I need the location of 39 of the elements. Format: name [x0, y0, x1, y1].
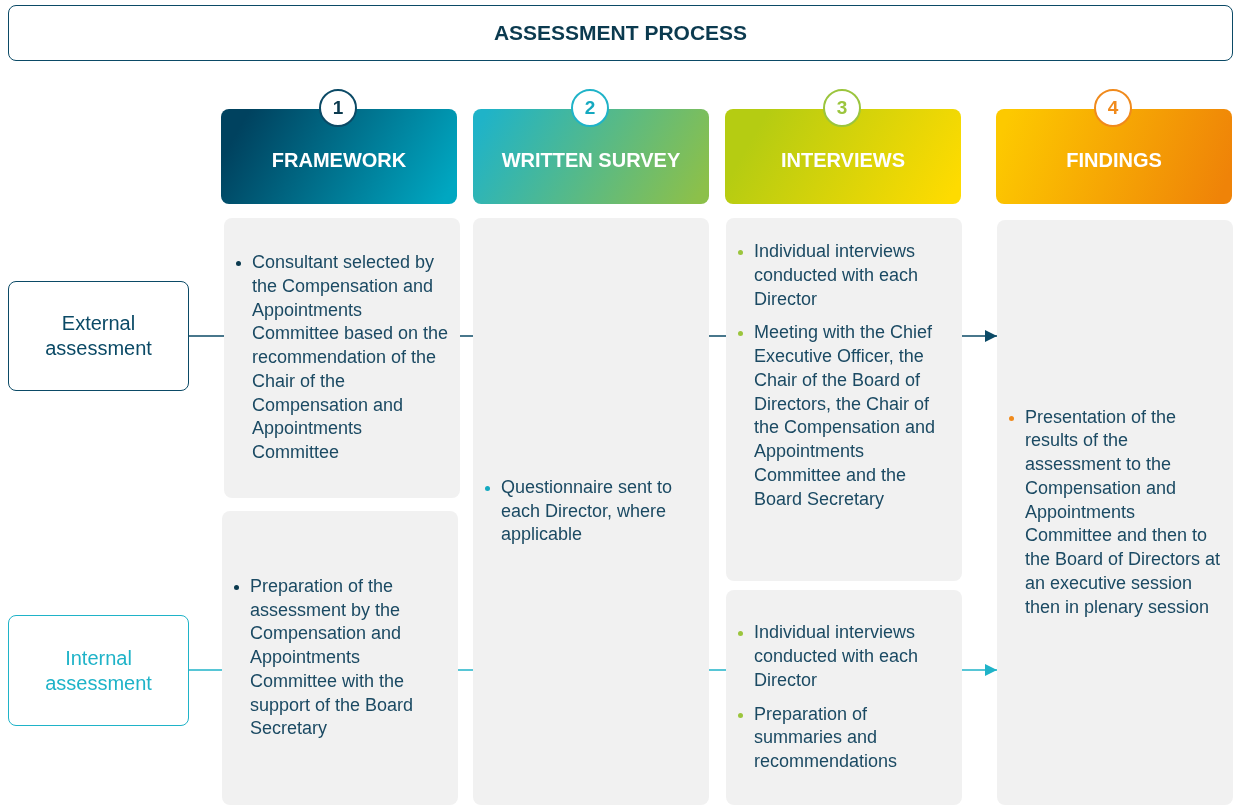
connector-line [708, 335, 727, 337]
diagram-title: ASSESSMENT PROCESS [493, 21, 748, 45]
step-number: 1 [332, 97, 344, 119]
step-panel [222, 511, 458, 805]
connector-line [708, 669, 727, 671]
assessment-type-label: Internal assessment [44, 645, 153, 696]
assessment-type-box [8, 281, 189, 391]
assessment-type-box [8, 615, 189, 726]
connector-line [459, 335, 474, 337]
step-title: FRAMEWORK [271, 149, 407, 172]
step-number-circle [1094, 89, 1132, 127]
step-panel [726, 218, 962, 581]
assessment-type-label: External assessment [44, 311, 153, 361]
step-panel [997, 220, 1233, 805]
step-panel [726, 590, 962, 805]
step-number: 4 [1107, 97, 1119, 119]
connector-line [188, 669, 223, 671]
bullet-item: Presentation of the results of the assessment to the Compensation and Appointments Committee and then to the Board of Directors at an executive session then in plenary session [1007, 405, 1227, 620]
connector-line [961, 330, 998, 342]
step-panel [224, 218, 460, 498]
bullet-item: Preparation of summaries and recommendations [736, 702, 956, 774]
step-title: FINDINGS [1066, 149, 1162, 172]
step-number-circle [319, 89, 357, 127]
bullet-item: Individual interviews conducted with each Director [736, 621, 956, 693]
step-number-circle [571, 89, 609, 127]
step-number: 2 [584, 97, 596, 119]
step-number: 3 [836, 97, 848, 119]
bullet-item: Preparation of the assessment by the Compensation and Appointments Committee with the support of the Board Secretary [232, 574, 452, 742]
bullet-item: Consultant selected by the Compensation and Appointments Committee based on the recommendation of the Chair of the Compensation and Appointments Committee [234, 251, 454, 465]
step-number-circle [823, 89, 861, 127]
bullet-item: Questionnaire sent to each Director, where applicable [483, 475, 703, 548]
step-panel [473, 218, 709, 805]
step-title: INTERVIEWS [780, 149, 906, 172]
bullet-item: Individual interviews conducted with each Director [736, 240, 956, 312]
connector-line [188, 335, 225, 337]
bullet-item: Meeting with the Chief Executive Officer, the Chair of the Board of Directors, the Chair of the Compensation and Appointments Committee and the Board Secretary [736, 321, 956, 512]
step-title: WRITTEN SURVEY [501, 149, 681, 172]
connector-line [457, 669, 474, 671]
connector-line [961, 664, 998, 676]
